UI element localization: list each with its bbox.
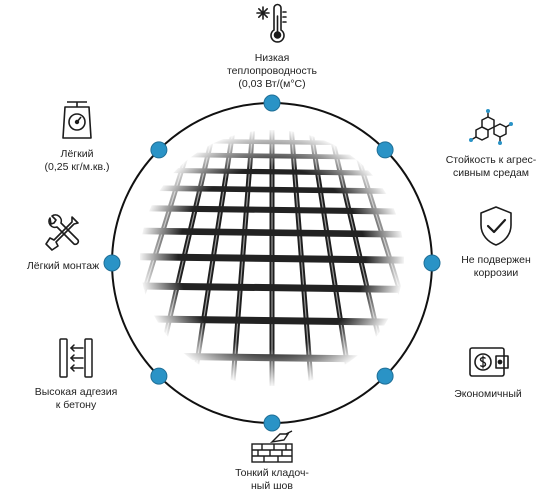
feature-corrosion: Не подвержен коррозии bbox=[444, 204, 548, 280]
feature-economic: Экономичный bbox=[438, 342, 538, 401]
light-label: Лёгкий (0,25 кг/м.кв.) bbox=[44, 148, 110, 173]
feature-light: Лёгкий (0,25 кг/м.кв.) bbox=[22, 98, 132, 174]
dot-economic bbox=[376, 367, 394, 385]
dot-corrosion bbox=[423, 254, 441, 272]
thermometer-icon bbox=[256, 3, 287, 43]
feature-chemical: Стойкость к агрес- сивным средам bbox=[432, 108, 550, 180]
thermal-label: Низкая теплопроводность (0,03 Вт/(м°С) bbox=[226, 52, 318, 90]
shield-check-icon bbox=[480, 206, 512, 246]
wallet-icon bbox=[469, 347, 509, 377]
ring-dots bbox=[103, 94, 441, 432]
dot-chemical bbox=[376, 141, 394, 159]
dot-thermal bbox=[263, 94, 281, 112]
adhesion-arrows-icon bbox=[59, 338, 93, 378]
scale-icon bbox=[62, 101, 92, 139]
economic-label: Экономичный bbox=[454, 388, 522, 400]
trowel-bricks-icon bbox=[251, 430, 293, 463]
feature-adhesion: Высокая адгезия к бетону bbox=[18, 336, 134, 412]
thin-seam-label: Тонкий кладоч- ный шов bbox=[235, 467, 309, 492]
feature-thermal: Низкая теплопроводность (0,03 Вт/(м°С) bbox=[212, 2, 332, 91]
dot-light bbox=[150, 141, 168, 159]
feature-thin-seam: Тонкий кладоч- ный шов bbox=[222, 430, 322, 493]
adhesion-label: Высокая адгезия к бетону bbox=[34, 386, 118, 411]
dot-thin-seam bbox=[263, 414, 281, 432]
tools-icon bbox=[45, 214, 80, 251]
easy-install-label: Лёгкий монтаж bbox=[26, 260, 100, 272]
molecule-icon bbox=[469, 109, 513, 145]
dot-easy-install bbox=[103, 254, 121, 272]
dot-adhesion bbox=[150, 367, 168, 385]
chemical-label: Стойкость к агрес- сивным средам bbox=[445, 154, 537, 179]
corrosion-label: Не подвержен коррозии bbox=[461, 254, 531, 279]
feature-easy-install: Лёгкий монтаж bbox=[10, 212, 116, 273]
